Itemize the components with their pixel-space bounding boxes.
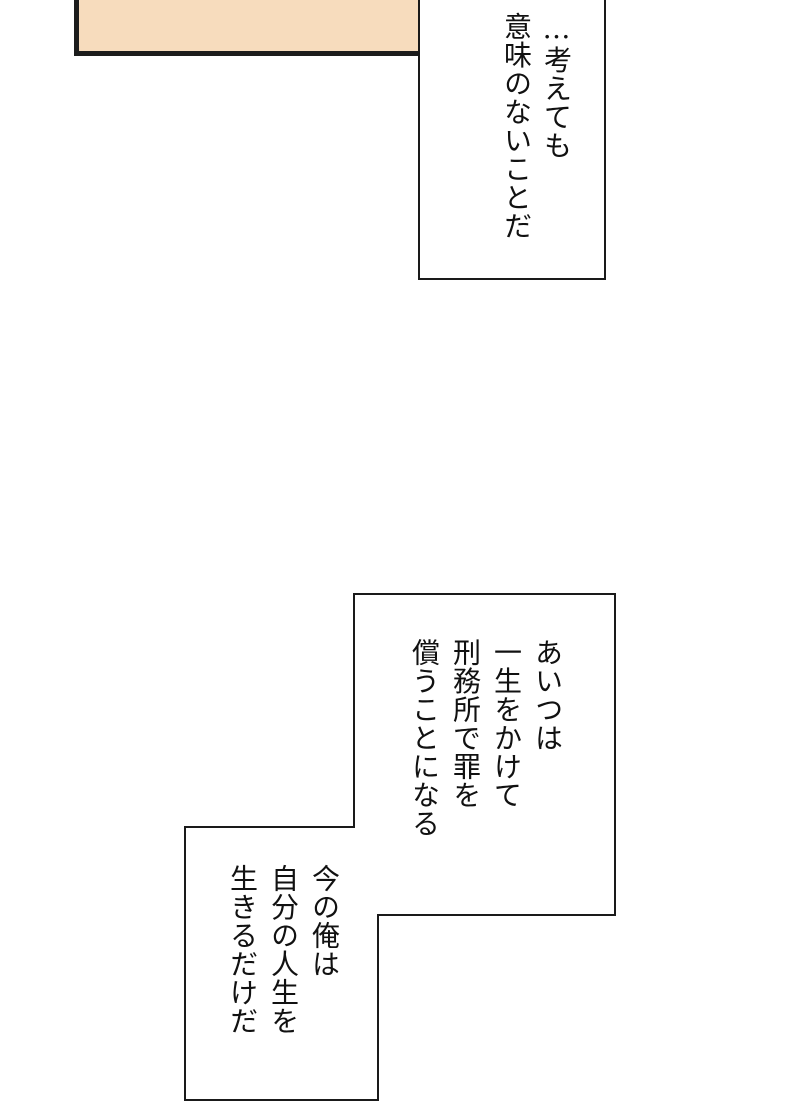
narration-upper-line-1: あいつは <box>531 638 564 752</box>
narration-upper-line-2: 一生をかけて <box>490 638 523 809</box>
narration-line-2: 意味のないことだ <box>500 12 533 240</box>
art-panel-fragment <box>74 0 424 56</box>
narration-upper-line-4: 償うことになる <box>408 638 441 838</box>
narration-line-1: …考えても <box>540 12 573 160</box>
narration-upper-line-3: 刑務所で罪を <box>449 638 482 809</box>
paper-texture <box>79 0 419 51</box>
narration-box-top: …考えても 意味のないことだ <box>418 0 606 280</box>
narration-lower-line-1: 今の俺は <box>308 864 341 978</box>
narration-lower-line-2: 自分の人生を <box>267 864 300 1035</box>
narration-lower-line-3: 生きるだけだ <box>226 864 259 1035</box>
